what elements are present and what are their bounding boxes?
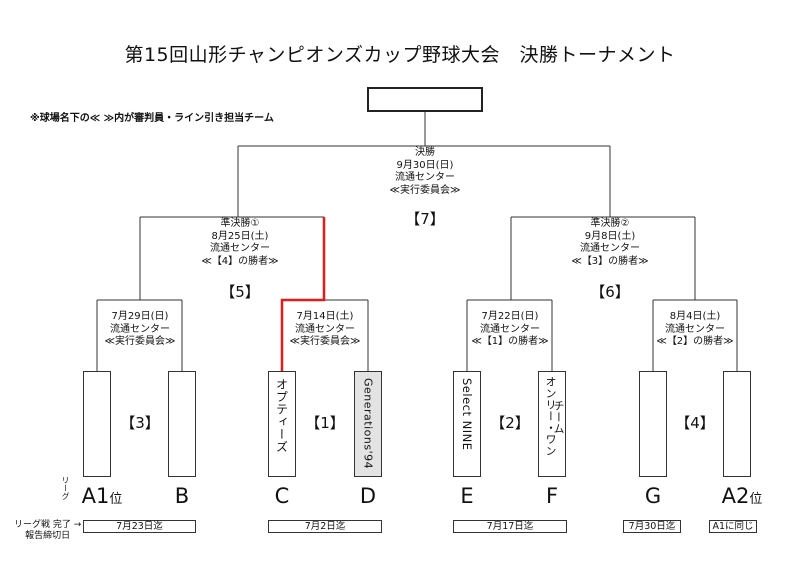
umpire-team: ≪実行委員会≫: [389, 184, 461, 196]
match-date: 7月22日(日): [481, 311, 539, 322]
final-info: 決勝 9月30日(日) 流通センター ≪実行委員会≫: [355, 147, 495, 197]
league-rank-suffix: 位: [109, 492, 123, 507]
deadline-a2: A1に同じ: [709, 520, 757, 533]
league-a2: A2位: [712, 484, 772, 508]
match-date: 7月14日(土): [296, 311, 354, 322]
page-title: 第15回山形チャンピオンズカップ野球大会 決勝トーナメント: [124, 44, 676, 66]
team-slot-d: Generations'94: [354, 371, 382, 477]
match-date: 7月29日(日): [111, 311, 169, 322]
semifinal-1-info: 準決勝① 8月25日(土) 流通センター ≪【4】の勝者≫: [170, 218, 310, 268]
league-letter: D: [359, 484, 377, 508]
league-f: F: [522, 484, 582, 508]
match-date: 8月4日(土): [669, 311, 721, 322]
umpire-team: ≪【4】の勝者≫: [201, 255, 279, 267]
venue: 流通センター: [395, 172, 455, 183]
team-name: Select NINE: [460, 378, 474, 451]
champion-box: [367, 87, 483, 112]
league-letter: A2: [721, 484, 750, 508]
team-slot-b: [168, 371, 196, 477]
team-name: Generations'94: [361, 378, 375, 470]
league-rank-suffix: 位: [749, 492, 763, 507]
league-e: E: [437, 484, 497, 508]
round-name: 準決勝②: [590, 218, 630, 229]
league-letter: B: [174, 484, 190, 508]
match-number-2: 【2】: [490, 414, 530, 432]
umpire-team: ≪【3】の勝者≫: [571, 255, 649, 267]
league-letter: C: [274, 484, 290, 508]
round-name: 準決勝①: [220, 218, 260, 229]
match-date: 9月30日(日): [396, 159, 454, 171]
team-slot-c: オプティーズ: [268, 371, 296, 477]
league-letter: G: [644, 484, 662, 508]
venue: 流通センター: [480, 323, 540, 335]
umpire-team: ≪【1】の勝者≫: [471, 336, 549, 347]
team-slot-a1: [83, 371, 111, 477]
match-number-7: 【7】: [405, 210, 445, 228]
venue: 流通センター: [210, 243, 270, 254]
league-g: G: [623, 484, 683, 508]
venue: 流通センター: [295, 323, 355, 335]
match-number-4: 【4】: [675, 414, 715, 432]
match-number-3: 【3】: [120, 414, 160, 432]
team-slot-e: Select NINE: [453, 371, 481, 477]
umpire-team: ≪実行委員会≫: [289, 336, 361, 347]
round-name: 決勝: [415, 147, 435, 158]
umpire-note: ※球場名下の≪ ≫内が審判員・ライン引き担当チーム: [30, 113, 274, 124]
umpire-team: ≪実行委員会≫: [104, 336, 176, 347]
deadline-e-f: 7月17日迄: [453, 520, 567, 533]
match-number-5: 【5】: [220, 283, 260, 301]
team-name: オプティーズ: [274, 378, 289, 453]
team-name-line-1: チーム: [552, 400, 565, 435]
league-c: C: [252, 484, 312, 508]
quarterfinal-4-info: 8月4日(土) 流通センター ≪【2】の勝者≫: [625, 311, 765, 349]
quarterfinal-3-info: 7月29日(日) 流通センター ≪実行委員会≫: [70, 311, 210, 349]
deadline-label-line-1: リーグ戦 完了 →: [14, 520, 82, 530]
deadline-a1-b: 7月23日迄: [83, 520, 196, 533]
league-d: D: [338, 484, 398, 508]
venue: 流通センター: [580, 243, 640, 254]
league-side-label: リーグ: [61, 476, 70, 500]
match-number-6: 【6】: [590, 283, 630, 301]
match-number-1: 【1】: [305, 414, 345, 432]
match-date: 8月25日(土): [211, 230, 269, 242]
team-slot-g: [639, 371, 667, 477]
league-letter: E: [460, 484, 474, 508]
team-slot-f: オンリー・ワン チーム: [538, 371, 566, 477]
venue: 流通センター: [110, 323, 170, 335]
league-letter: F: [545, 484, 559, 508]
quarterfinal-1-info: 7月14日(土) 流通センター ≪実行委員会≫: [255, 311, 395, 349]
team-name-line-2: オンリー・ワン: [544, 376, 557, 457]
league-a1: A1位: [72, 484, 132, 508]
deadline-c-d: 7月2日迄: [268, 520, 382, 533]
match-date: 9月8日(土): [584, 230, 636, 242]
venue: 流通センター: [665, 323, 725, 335]
winner-path-highlight: [280, 217, 326, 371]
league-b: B: [152, 484, 212, 508]
deadline-label: リーグ戦 完了 → 報告締切日: [14, 520, 81, 542]
quarterfinal-2-info: 7月22日(日) 流通センター ≪【1】の勝者≫: [440, 311, 580, 349]
league-letter: A1: [81, 484, 110, 508]
semifinal-2-info: 準決勝② 9月8日(土) 流通センター ≪【3】の勝者≫: [540, 218, 680, 268]
umpire-team: ≪【2】の勝者≫: [656, 336, 734, 347]
deadline-g: 7月30日迄: [623, 520, 681, 533]
deadline-label-line-2: 報告締切日: [25, 531, 71, 541]
team-slot-a2: [723, 371, 751, 477]
